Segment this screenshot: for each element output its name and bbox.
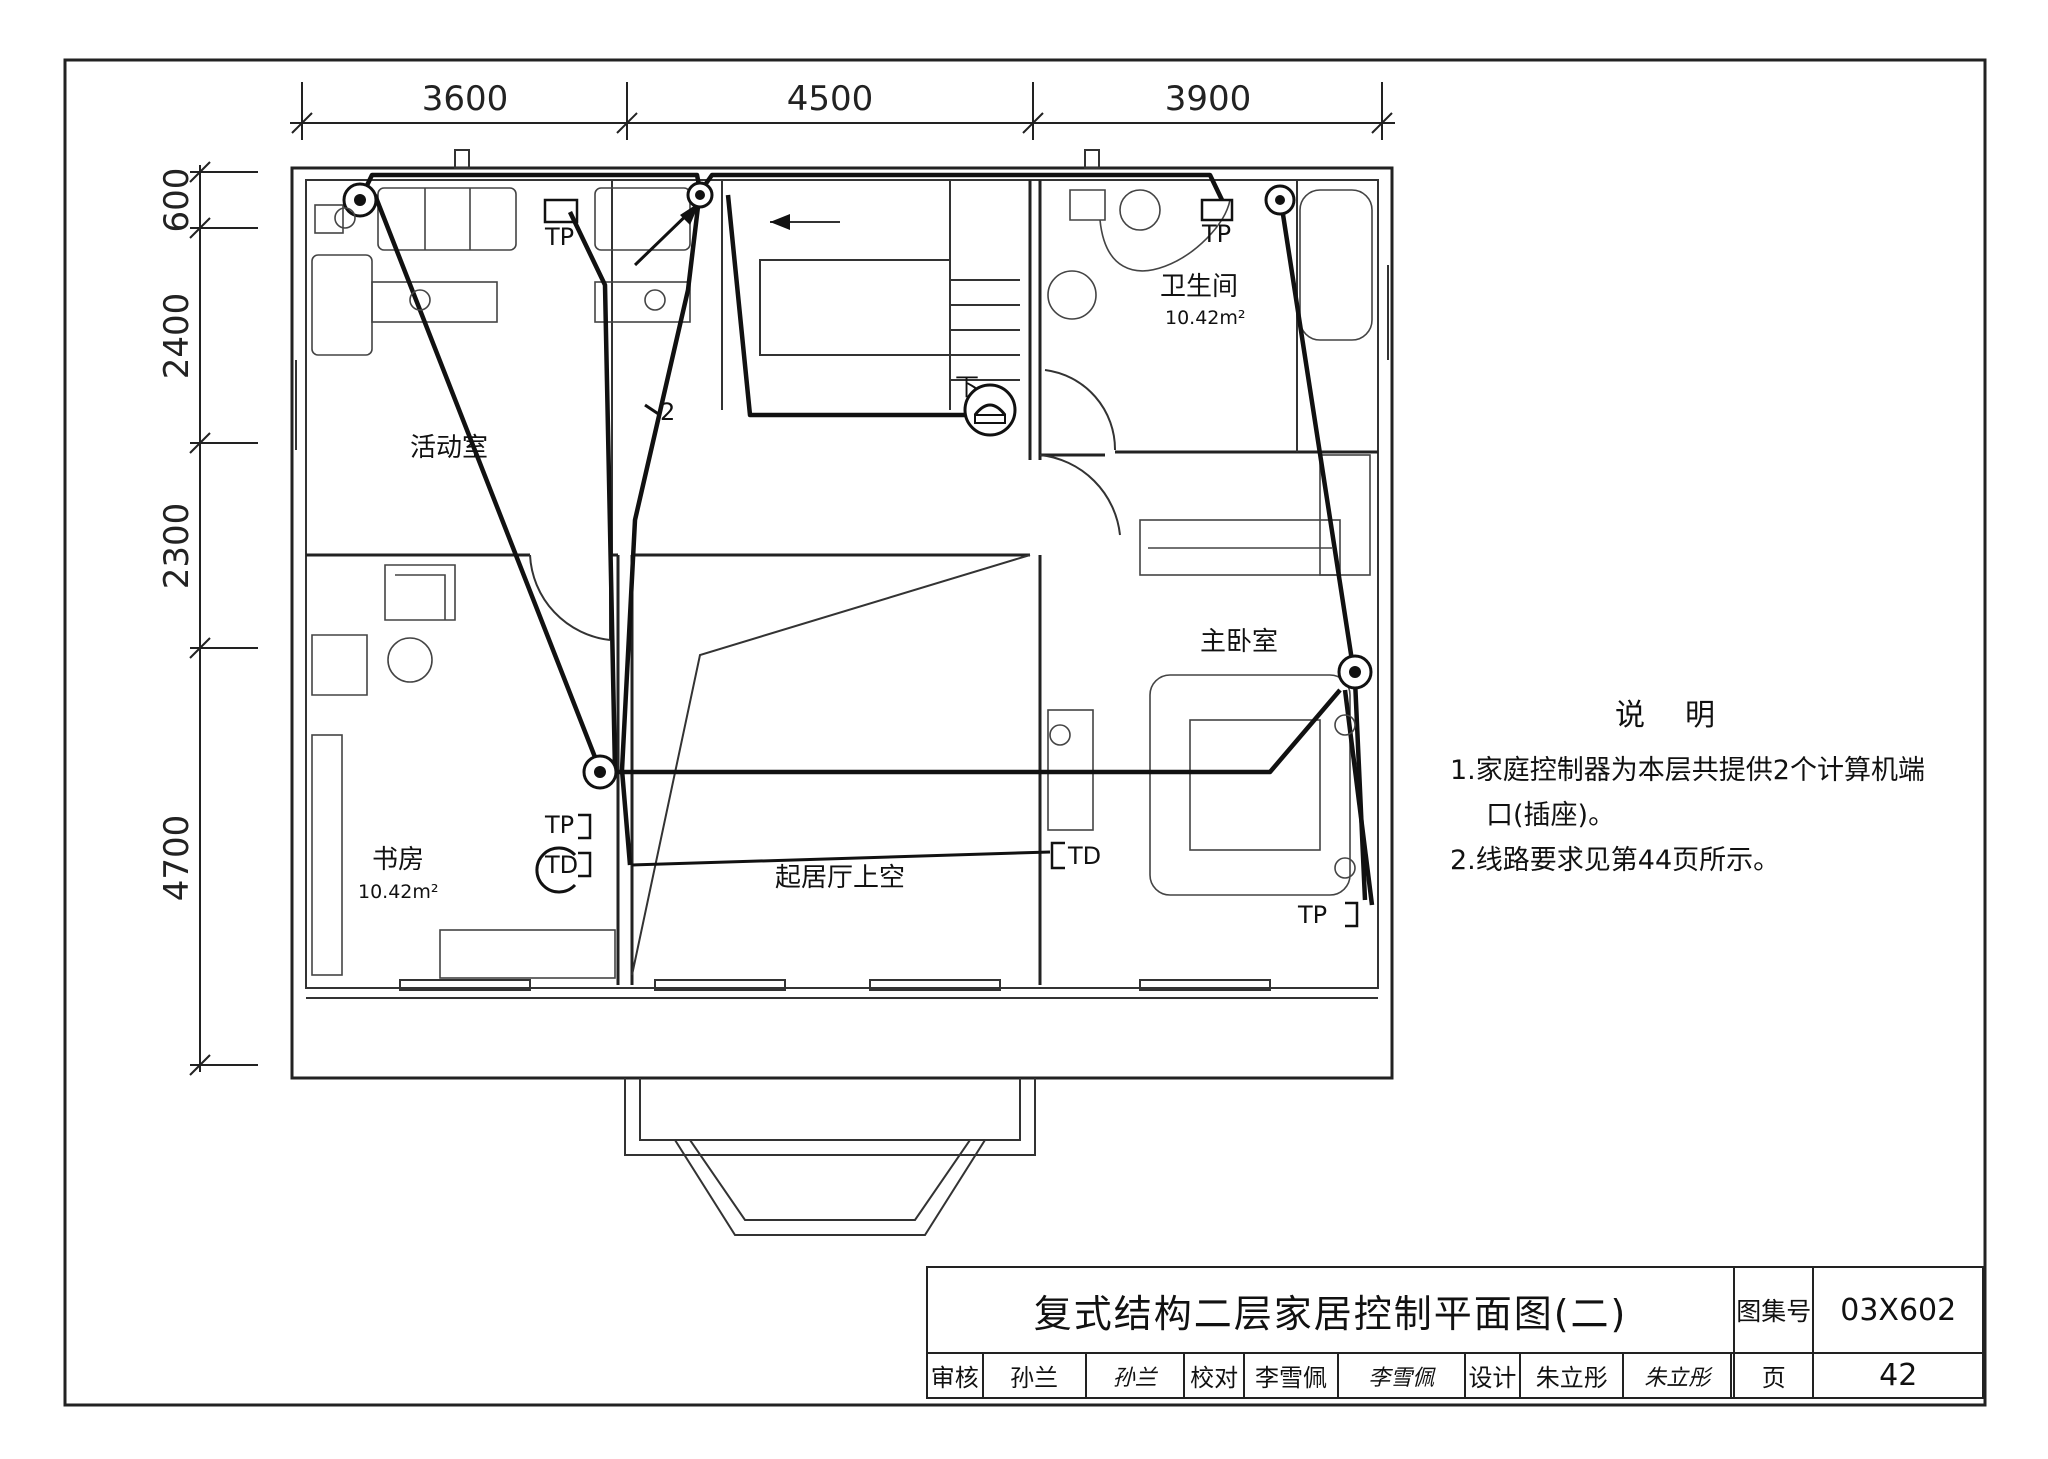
design-signature: 朱立彤: [1622, 1352, 1733, 1399]
td-tag-study: TD: [544, 851, 578, 879]
drawing-title: 复式结构二层家居控制平面图(二): [925, 1266, 1736, 1354]
tp-tag-bathroom: TP: [1201, 220, 1231, 248]
stair-down-label: 下: [955, 373, 979, 401]
room-living-void: 起居厅上空: [775, 863, 905, 893]
left-dimension-chain: 600 2400 2300 4700: [157, 161, 258, 1076]
dim-left-2: 2400: [157, 293, 197, 380]
note-line-1b: 口(插座)。: [1486, 800, 1616, 831]
design-name: 朱立彤: [1519, 1352, 1625, 1399]
study-outlet-symbol: [535, 846, 577, 894]
exterior-walls: [290, 149, 1394, 1080]
dim-top-3: 3900: [1165, 79, 1252, 119]
dim-left-3: 2300: [157, 503, 197, 590]
room-bathroom: 卫生间: [1160, 272, 1238, 302]
check-signature: 李雪佩: [1336, 1352, 1466, 1399]
dim-left-1: 600: [157, 168, 197, 233]
note-line-2: 2.线路要求见第44页所示。: [1450, 845, 1781, 876]
note-line-1: 1.家庭控制器为本层共提供2个计算机端: [1450, 755, 1925, 786]
atlas-code: 03X602: [1812, 1266, 1984, 1354]
notes-title: 说明: [1615, 698, 1755, 733]
review-label: 审核: [926, 1352, 984, 1399]
page-label: 页: [1733, 1352, 1815, 1399]
room-study-area: 10.42m²: [358, 881, 439, 903]
room-bathroom-area: 10.42m²: [1165, 307, 1246, 329]
dim-top-2: 4500: [787, 79, 874, 119]
dim-left-4: 4700: [157, 815, 197, 902]
furniture: [311, 187, 1373, 979]
tp-tag-activity: TP: [544, 223, 574, 251]
balcony-bay: [624, 1078, 1036, 1236]
review-name: 孙兰: [981, 1352, 1087, 1399]
review-signature: 孙兰: [1084, 1352, 1185, 1399]
title-block: 复式结构二层家居控制平面图(二) 图集号 03X602 审核 孙兰 孙兰 校对 …: [925, 1266, 1984, 1399]
td-tag-void: TD: [1067, 842, 1101, 870]
drawing-frame: [63, 58, 1987, 1407]
control-devices: [334, 181, 1373, 894]
dim-top-1: 3600: [422, 79, 509, 119]
tp-tag-bedroom: TP: [1297, 901, 1327, 929]
check-label: 校对: [1182, 1352, 1246, 1399]
room-study: 书房: [372, 845, 424, 875]
tp-tag-study: TP: [544, 811, 574, 839]
check-name: 李雪佩: [1243, 1352, 1339, 1399]
outlet-tags: TP TP TP TD TD TP 下 2: [543, 198, 1359, 929]
room-master-bedroom: 主卧室: [1200, 627, 1278, 657]
wire-count-label: 2: [660, 398, 675, 426]
atlas-label: 图集号: [1733, 1266, 1815, 1354]
design-label: 设计: [1463, 1352, 1522, 1399]
page-number: 42: [1812, 1352, 1984, 1399]
notes-block: 说明 1.家庭控制器为本层共提供2个计算机端 口(插座)。 2.线路要求见第44…: [1450, 690, 2010, 883]
top-dimension-chain: 3600 4500 3900: [290, 79, 1395, 140]
